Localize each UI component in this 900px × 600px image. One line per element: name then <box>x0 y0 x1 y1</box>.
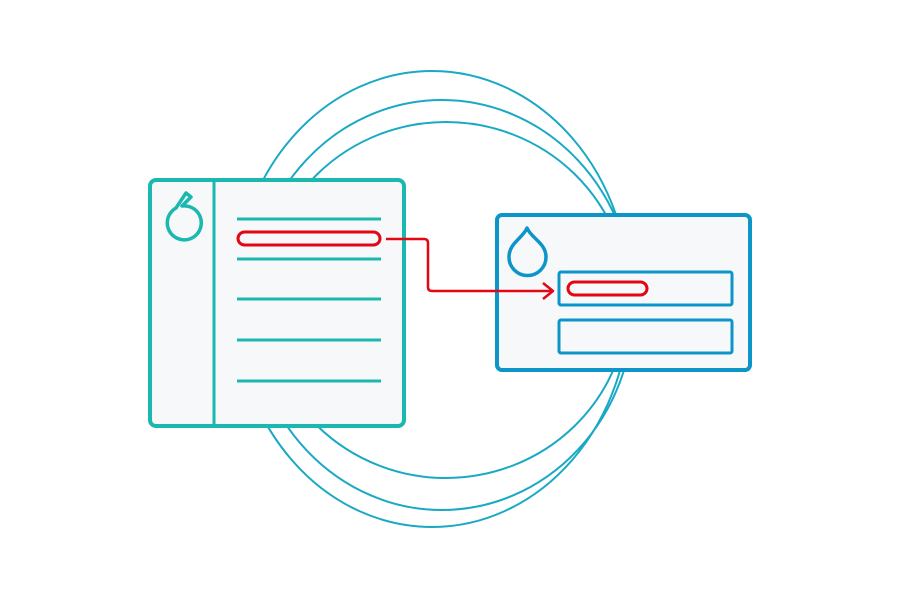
target-field-1 <box>557 270 734 307</box>
source-card <box>148 178 406 428</box>
arrow-right-icon <box>386 237 555 300</box>
migrated-value-highlight <box>566 280 649 297</box>
selected-field-highlight <box>236 230 382 247</box>
drop-hook-logo-icon <box>165 191 203 242</box>
target-field-2 <box>557 318 734 355</box>
drop-logo-icon <box>507 226 548 278</box>
target-card <box>495 213 752 372</box>
